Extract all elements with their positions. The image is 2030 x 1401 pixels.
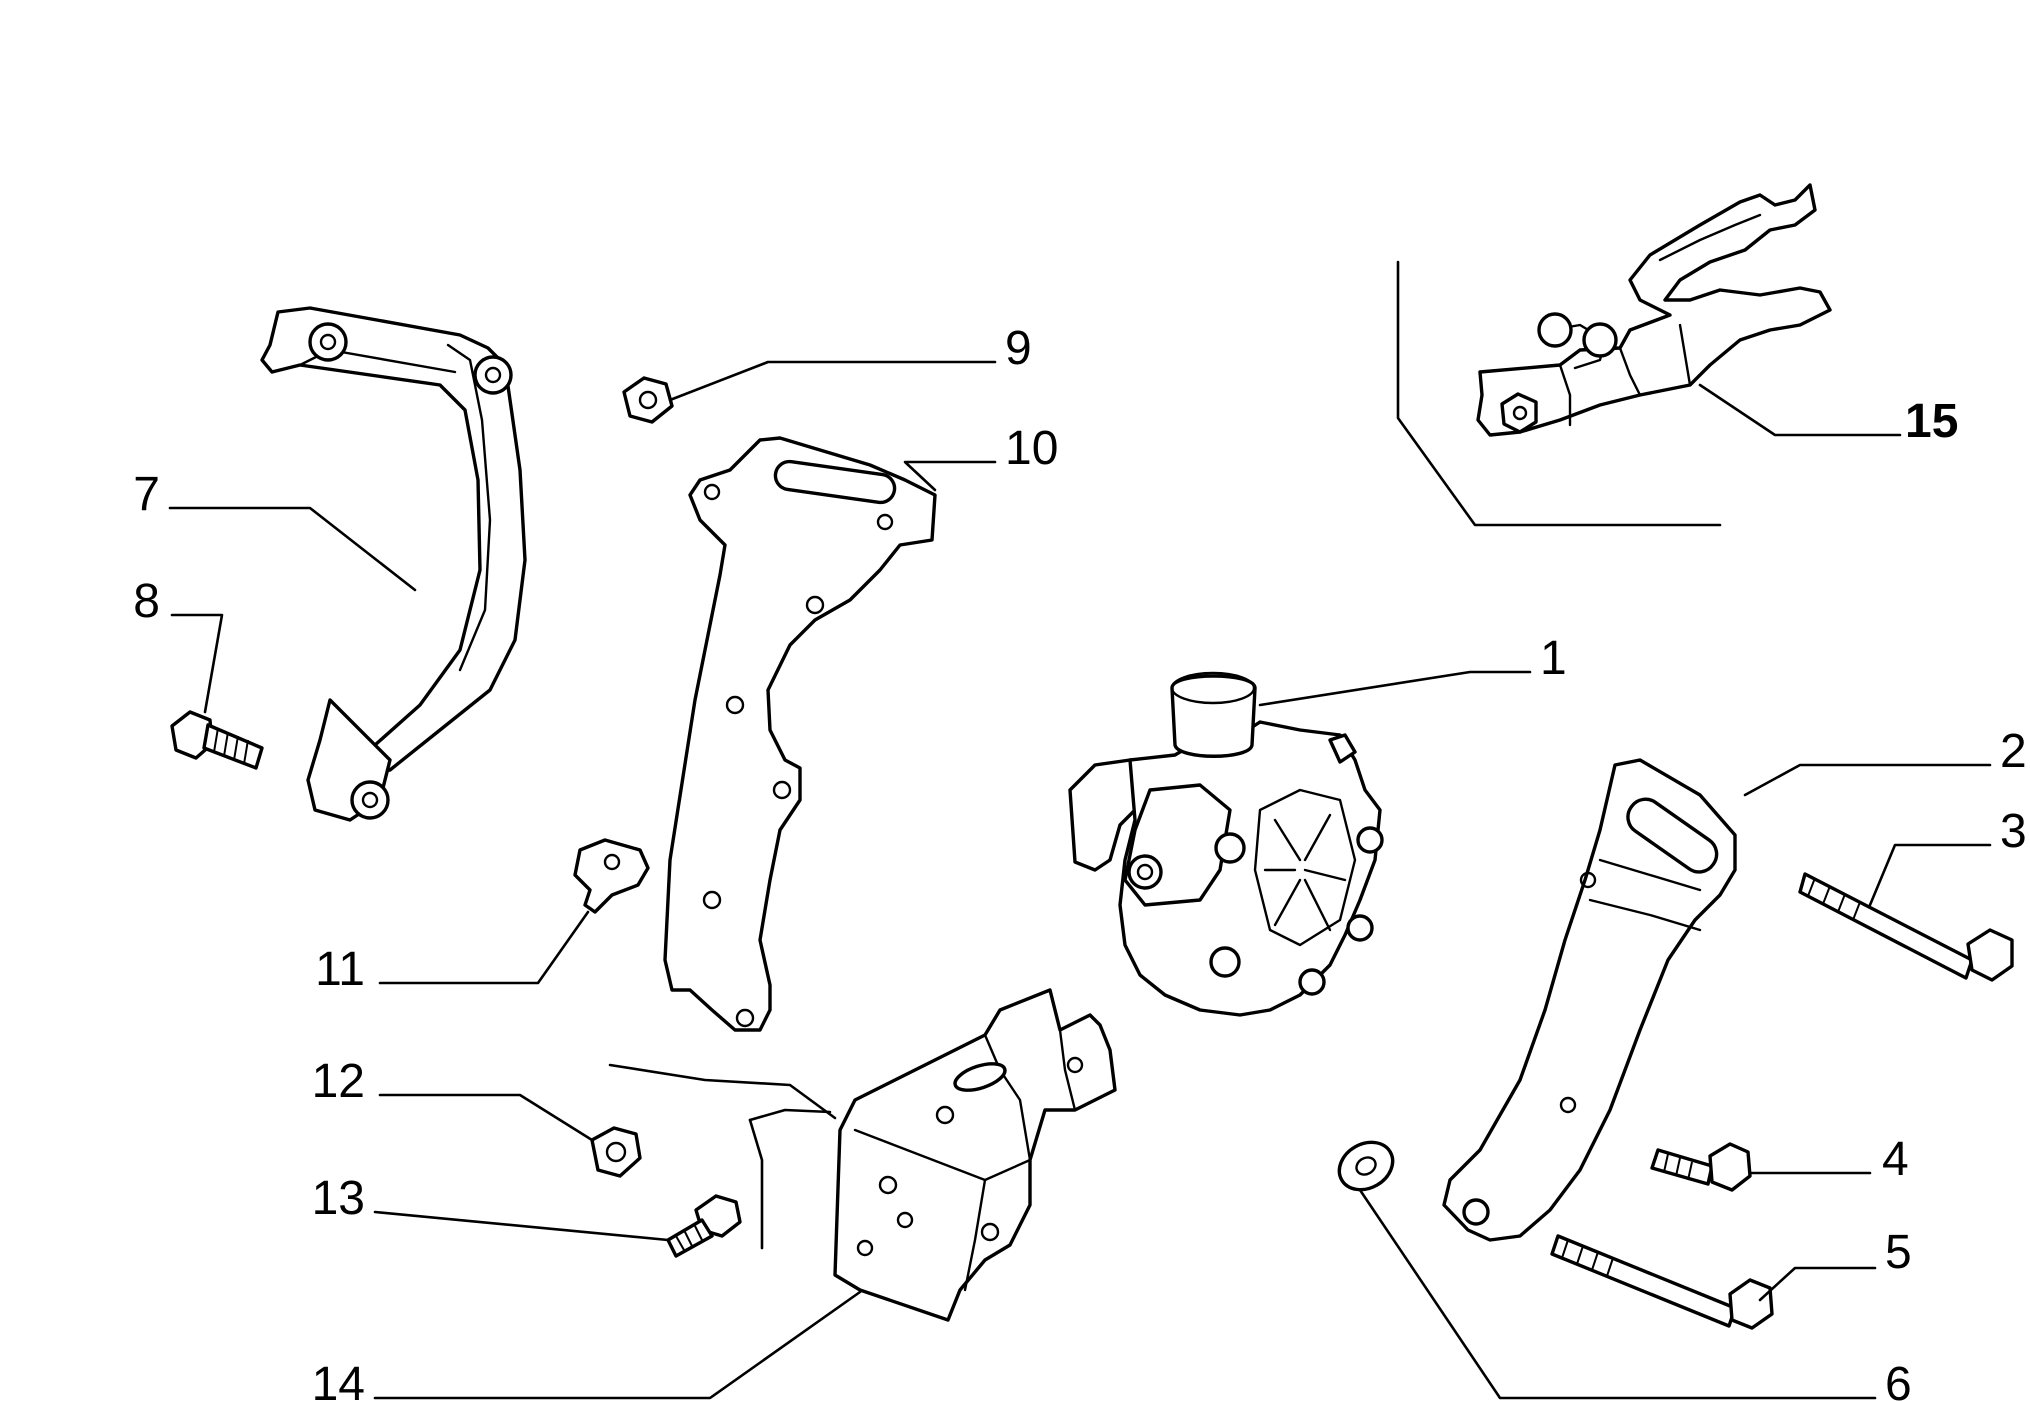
pump-icon[interactable]: [1068, 671, 1384, 1017]
leader-lines: [168, 360, 1992, 1400]
callout-11: 11: [315, 943, 365, 996]
callout-6: 6: [1885, 1358, 1912, 1401]
leader-14: [373, 1290, 862, 1400]
leader-12: [378, 1093, 594, 1142]
bolt-icon[interactable]: [666, 1194, 742, 1258]
long-bolt-icon[interactable]: [1798, 872, 2014, 982]
inset-frame: [1396, 260, 1722, 527]
callout-10: 10: [1005, 422, 1058, 475]
leader-13: [373, 1210, 670, 1242]
leader-10: [903, 460, 997, 492]
callout-7: 7: [133, 468, 160, 521]
leader-5: [1758, 1266, 1877, 1302]
callout-2: 2: [2000, 725, 2027, 778]
callout-15: 15: [1905, 395, 1958, 448]
leader-15: [1698, 383, 1902, 437]
callout-numbers: 1 2 3 4 5 6 7 8 9 10 11 12 13 14 15: [133, 322, 2026, 1401]
leader-11: [378, 910, 590, 985]
callout-14: 14: [312, 1358, 365, 1401]
bracket-icon[interactable]: [1442, 758, 1737, 1242]
leader-1: [1258, 670, 1532, 707]
callout-8: 8: [133, 575, 160, 628]
pipe-clamp-icon[interactable]: [1476, 183, 1832, 437]
curved-bracket-icon[interactable]: [260, 306, 527, 822]
leader-7: [168, 506, 417, 592]
callout-5: 5: [1885, 1226, 1912, 1279]
callout-4: 4: [1882, 1133, 1909, 1186]
washer-icon[interactable]: [1331, 1133, 1401, 1199]
leader-6: [1358, 1188, 1877, 1400]
callout-13: 13: [312, 1172, 365, 1225]
clip-nut-icon[interactable]: [573, 838, 650, 914]
callout-1: 1: [1540, 632, 1567, 685]
callout-3: 3: [2000, 805, 2027, 858]
bolt-icon[interactable]: [1650, 1142, 1752, 1192]
plate-icon[interactable]: [663, 436, 937, 1032]
long-bolt-icon[interactable]: [1550, 1234, 1774, 1330]
leader-3: [1868, 843, 1992, 907]
support-bracket-icon[interactable]: [608, 988, 1117, 1322]
bolt-icon[interactable]: [170, 710, 264, 770]
leader-9: [668, 360, 997, 402]
nut-icon[interactable]: [590, 1126, 642, 1178]
callout-12: 12: [312, 1055, 365, 1108]
leader-8: [170, 613, 224, 714]
nut-icon[interactable]: [622, 376, 674, 424]
callout-9: 9: [1005, 322, 1032, 375]
leader-2: [1743, 763, 1992, 797]
